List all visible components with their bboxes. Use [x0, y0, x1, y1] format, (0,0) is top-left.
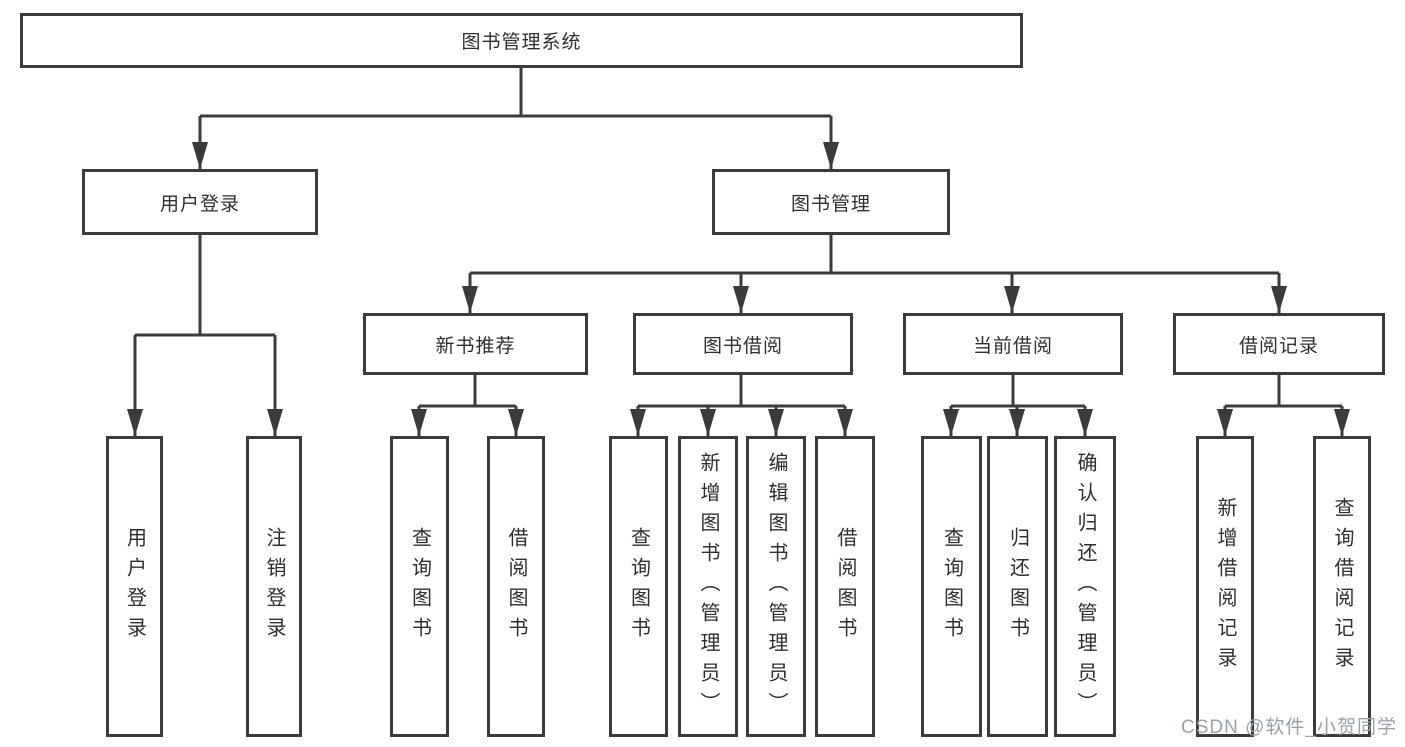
node-new-book-recommend: 新书推荐 [363, 313, 588, 375]
node-current-borrow: 当前借阅 [903, 313, 1123, 375]
leaf-query-books-recommend-label: 查询图书 [408, 526, 431, 647]
leaf-confirm-return-admin: 确认归还（管理员） [1054, 436, 1116, 737]
leaf-borrow-books-recommend-label: 借阅图书 [505, 526, 527, 647]
leaf-edit-books-admin: 编辑图书（管理员） [746, 436, 806, 737]
leaf-borrow-books: 借阅图书 [815, 436, 875, 737]
leaf-add-books-admin-label: 新增图书（管理员） [697, 451, 719, 722]
leaf-query-books-borrow-label: 查询图书 [627, 526, 650, 647]
book-mgmt-children-connector [462, 235, 1287, 313]
leaf-query-borrow-record-label: 查询借阅记录 [1331, 496, 1353, 677]
node-book-borrow: 图书借阅 [633, 313, 853, 375]
leaf-query-books-recommend: 查询图书 [390, 436, 449, 737]
leaf-query-borrow-record: 查询借阅记录 [1313, 436, 1371, 737]
leaf-edit-books-admin-label: 编辑图书（管理员） [765, 451, 787, 722]
borrow-record-children-connector [1217, 375, 1350, 436]
leaf-query-books-borrow: 查询图书 [609, 436, 668, 737]
node-borrow-record: 借阅记录 [1173, 313, 1385, 375]
leaf-user-login: 用户登录 [106, 436, 163, 737]
node-root-library-system: 图书管理系统 [20, 13, 1023, 68]
node-book-borrow-label: 图书借阅 [702, 335, 783, 357]
leaf-add-borrow-record: 新增借阅记录 [1196, 436, 1254, 737]
node-book-management-label: 图书管理 [790, 193, 871, 215]
node-new-book-recommend-label: 新书推荐 [435, 335, 516, 357]
leaf-return-books: 归还图书 [987, 436, 1048, 737]
leaf-user-login-label: 用户登录 [123, 526, 146, 647]
leaf-borrow-books-label: 借阅图书 [834, 526, 856, 647]
leaf-confirm-return-admin-label: 确认归还（管理员） [1074, 451, 1096, 722]
book-borrow-children-connector [630, 375, 853, 436]
new-book-children-connector [411, 375, 524, 436]
node-borrow-record-label: 借阅记录 [1238, 335, 1319, 357]
leaf-add-borrow-record-label: 新增借阅记录 [1214, 496, 1236, 677]
node-root-label: 图书管理系统 [461, 32, 582, 53]
leaf-logout: 注销登录 [246, 436, 302, 737]
node-current-borrow-label: 当前借阅 [972, 335, 1053, 357]
user-login-children-connector [127, 235, 283, 436]
leaf-query-books-current: 查询图书 [921, 436, 982, 737]
csdn-watermark: CSDN @软件_小贺同学 [1181, 717, 1397, 738]
node-user-login-label: 用户登录 [159, 193, 240, 215]
leaf-add-books-admin: 新增图书（管理员） [678, 436, 738, 737]
root-to-level2-connector [192, 68, 839, 169]
node-book-management: 图书管理 [712, 169, 950, 235]
leaf-query-books-current-label: 查询图书 [940, 526, 963, 647]
node-user-login: 用户登录 [82, 169, 318, 235]
current-borrow-children-connector [943, 375, 1093, 436]
leaf-logout-label: 注销登录 [263, 526, 285, 647]
leaf-borrow-books-recommend: 借阅图书 [487, 436, 545, 737]
leaf-return-books-label: 归还图书 [1006, 526, 1029, 647]
